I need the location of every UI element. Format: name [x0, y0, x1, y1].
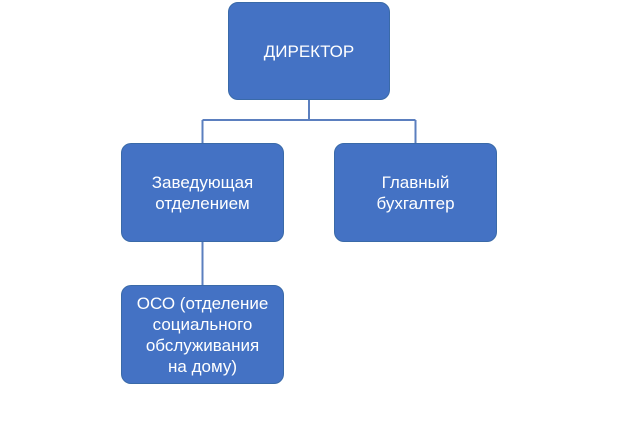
- oso-department-label: ОСО (отделение социального обслуживания …: [136, 293, 269, 376]
- oso-department-box: ОСО (отделение социального обслуживания …: [121, 285, 284, 384]
- chief-accountant-label: Главный бухгалтер: [376, 172, 455, 213]
- director-label: ДИРЕКТОР: [263, 41, 355, 61]
- department-head-label: Заведующая отделением: [151, 172, 254, 213]
- director-box: ДИРЕКТОР: [228, 2, 390, 100]
- department-head-box: Заведующая отделением: [121, 143, 284, 242]
- chief-accountant-box: Главный бухгалтер: [334, 143, 497, 242]
